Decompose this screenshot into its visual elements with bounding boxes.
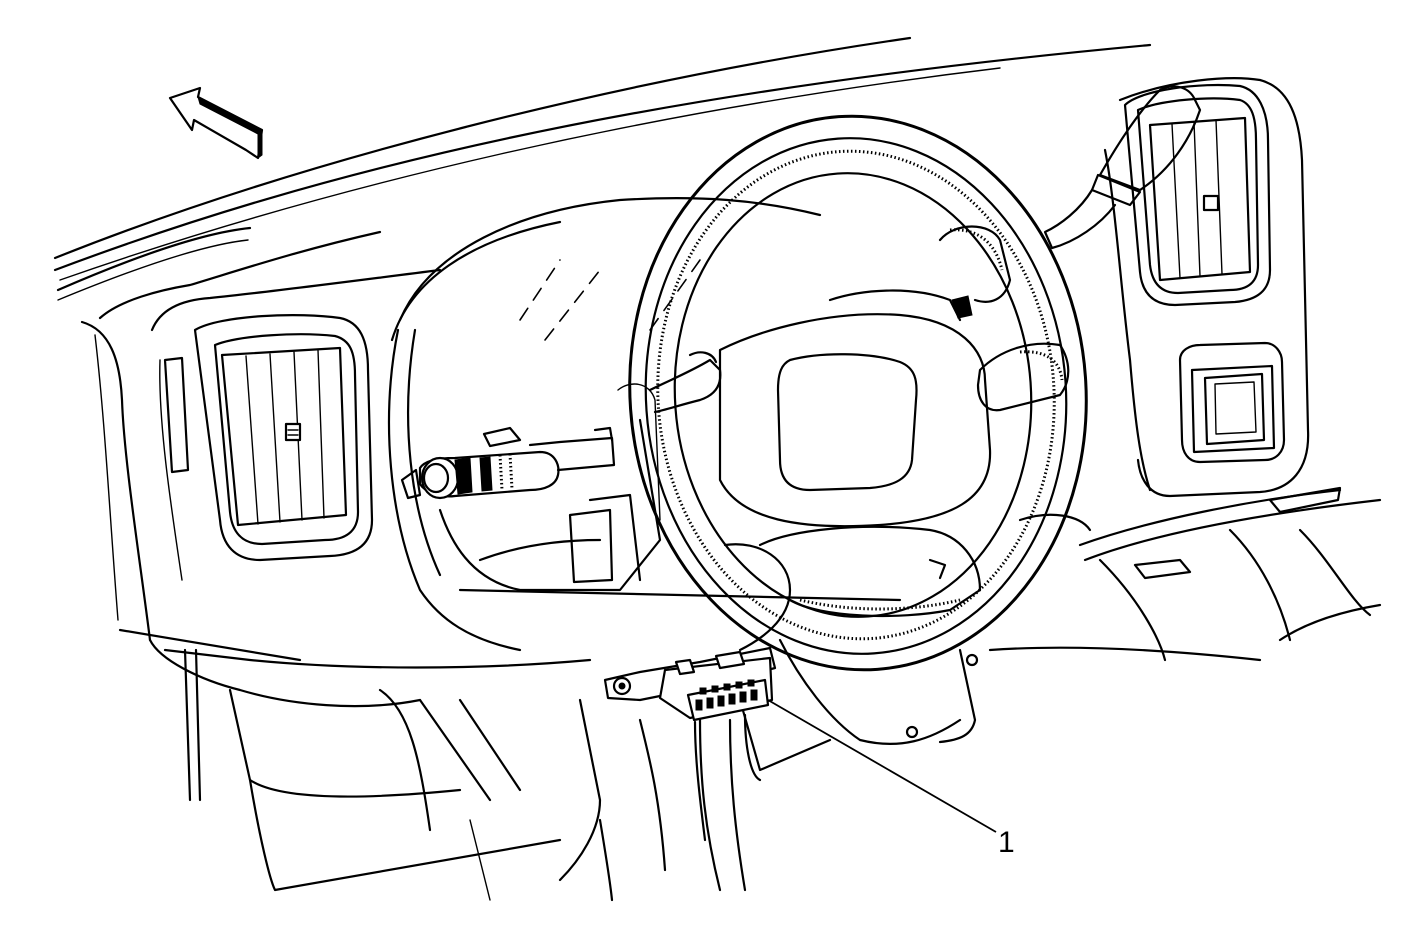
left-air-vent (163, 314, 374, 562)
callout-leader-line (767, 699, 997, 833)
steering-column (438, 383, 662, 592)
right-air-vent (1103, 77, 1310, 498)
data-link-connector (603, 646, 777, 842)
knee-bolster (183, 648, 614, 902)
steering-column-cover (638, 638, 979, 892)
callout-label: 1 (998, 826, 1015, 859)
gear-shift-lever (938, 85, 1202, 303)
lower-dash-right (988, 486, 1382, 662)
turn-signal-stalk (400, 426, 616, 500)
forward-arrow-icon (168, 86, 264, 160)
callout-1: 1 (767, 699, 1015, 859)
steering-wheel (628, 114, 1092, 672)
dash-switch-module (1178, 341, 1286, 464)
dash-panel (80, 230, 592, 708)
dash-top-edge (53, 36, 1152, 301)
instrument-cluster-hood (387, 197, 902, 652)
